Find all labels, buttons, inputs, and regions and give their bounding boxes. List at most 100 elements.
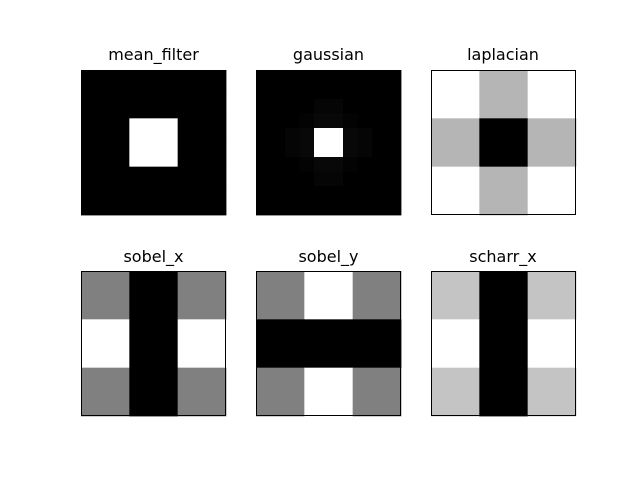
heatmap-cell [328, 99, 344, 114]
heatmap-cell [105, 94, 130, 119]
heatmap-cell [270, 113, 286, 129]
heatmap-cell [314, 70, 329, 85]
heatmap-cell [343, 128, 358, 143]
heatmap-cell [357, 157, 373, 172]
heatmap-cell [314, 157, 329, 172]
heatmap-cell [527, 271, 577, 320]
heatmap-cell [357, 200, 373, 216]
heatmap-cell [285, 157, 300, 172]
heatmap-cell [129, 367, 179, 417]
heatmap-cell [304, 271, 354, 320]
heatmap-cell [527, 118, 577, 168]
axes-frame [256, 271, 401, 416]
heatmap-cell [479, 118, 529, 168]
heatmap-cell [314, 113, 329, 129]
heatmap-cell [357, 171, 373, 187]
heatmap-cell [177, 166, 203, 192]
panel-sobel-x: sobel_x [81, 247, 227, 417]
heatmap-cell [285, 142, 300, 158]
heatmap-cell [81, 190, 106, 216]
heatmap-cell [129, 271, 179, 320]
heatmap-cell [328, 84, 344, 100]
heatmap-cell [256, 70, 271, 85]
heatmap-cell [357, 70, 373, 85]
heatmap-cell [527, 367, 577, 417]
heatmap-cell [153, 118, 179, 143]
heatmap-cell [352, 319, 402, 369]
heatmap-cell [81, 367, 130, 417]
heatmap-cell [372, 84, 387, 100]
heatmap-cell [270, 200, 286, 216]
heatmap-cell [256, 113, 271, 129]
heatmap-cell [299, 113, 315, 129]
heatmap-cell [527, 319, 577, 369]
heatmap-cell [285, 84, 300, 100]
heatmap-cell [153, 70, 179, 95]
heatmap-cell [431, 166, 480, 216]
axes-frame [81, 70, 226, 215]
heatmap-cell [357, 128, 373, 143]
heatmap-cell [285, 171, 300, 187]
heatmap-cell [372, 157, 387, 172]
heatmap-cell [386, 157, 402, 172]
heatmap-cell [328, 70, 344, 85]
heatmap-cell [314, 186, 329, 201]
heatmap-cell [256, 367, 305, 417]
heatmap-cell [105, 142, 130, 168]
heatmap-cell [153, 190, 179, 216]
heatmap-cell [431, 118, 480, 168]
heatmap-cell [527, 166, 577, 216]
heatmap-cell [357, 142, 373, 158]
heatmap-cells [431, 70, 577, 216]
heatmap-cell [352, 367, 402, 417]
heatmap-cell [386, 171, 402, 187]
panel-title: sobel_x [123, 247, 183, 267]
heatmap-cell [81, 142, 106, 168]
heatmap-cell [386, 113, 402, 129]
heatmap-cell [256, 319, 305, 369]
heatmap-cell [479, 271, 529, 320]
heatmap-cell [431, 271, 480, 320]
panel-title: gaussian [293, 45, 364, 64]
heatmap-cell [431, 70, 480, 119]
heatmap-cell [343, 99, 358, 114]
panel-title: sobel_y [298, 247, 358, 267]
heatmap-cell [201, 142, 227, 168]
heatmap-cell [81, 118, 106, 143]
heatmap-cell [299, 186, 315, 201]
panel-title: mean_filter [108, 45, 199, 65]
heatmap-cell [314, 99, 329, 114]
heatmap-cells [256, 70, 402, 216]
heatmap-cell [527, 70, 577, 119]
heatmap-cell [201, 118, 227, 143]
heatmap-cell [201, 190, 227, 216]
heatmap-cells [256, 271, 402, 417]
heatmap-cell [386, 186, 402, 201]
heatmap-cell [256, 171, 271, 187]
heatmap-cell [299, 200, 315, 216]
heatmap-cell [314, 171, 329, 187]
panel-sobel-y: sobel_y [256, 247, 402, 417]
heatmap-cell [201, 166, 227, 192]
panel-title: scharr_x [469, 247, 536, 267]
heatmap-cell [343, 70, 358, 85]
heatmap-cells [431, 271, 577, 417]
heatmap-cell [299, 171, 315, 187]
heatmap-cell [129, 319, 179, 369]
heatmap-cell [129, 118, 154, 143]
heatmap-cell [256, 128, 271, 143]
heatmap-cell [386, 142, 402, 158]
heatmap-cell [386, 200, 402, 216]
heatmap-cell [285, 186, 300, 201]
axes-frame [431, 70, 576, 215]
heatmap-cell [285, 200, 300, 216]
heatmap-cell [304, 319, 354, 369]
heatmap-cell [285, 128, 300, 143]
axes-frame [256, 70, 401, 215]
heatmap-cell [177, 118, 203, 143]
heatmap-cell [299, 70, 315, 85]
heatmap-cell [177, 319, 227, 369]
heatmap-cell [372, 128, 387, 143]
axes-frame [431, 271, 576, 416]
panel-scharr-x: scharr_x [431, 247, 577, 417]
